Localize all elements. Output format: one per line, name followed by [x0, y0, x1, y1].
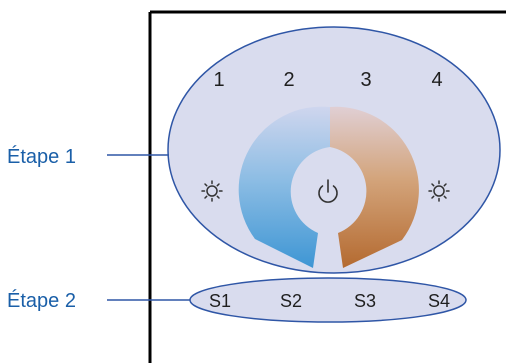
zone-number-3[interactable]: 3: [360, 69, 371, 91]
color-temperature-wheel[interactable]: [238, 106, 419, 268]
sun-icon[interactable]: [428, 180, 450, 202]
sun-icon[interactable]: [201, 180, 223, 202]
scene-button-s2[interactable]: S2: [280, 291, 302, 311]
zone-ellipse: [167, 26, 501, 274]
zone-number-1[interactable]: 1: [213, 69, 224, 91]
warm-segment[interactable]: [330, 106, 419, 268]
step-1-label: Étape 1: [7, 145, 76, 168]
scene-button-s1[interactable]: S1: [209, 291, 231, 311]
zone-number-4[interactable]: 4: [431, 69, 442, 91]
scene-button-s4[interactable]: S4: [428, 291, 450, 311]
cool-segment[interactable]: [238, 106, 330, 268]
zone-number-2[interactable]: 2: [283, 69, 294, 91]
step-2-label: Étape 2: [7, 289, 76, 312]
scene-button-s3[interactable]: S3: [354, 291, 376, 311]
power-icon[interactable]: [318, 179, 338, 203]
scene-ellipse: [189, 277, 467, 323]
